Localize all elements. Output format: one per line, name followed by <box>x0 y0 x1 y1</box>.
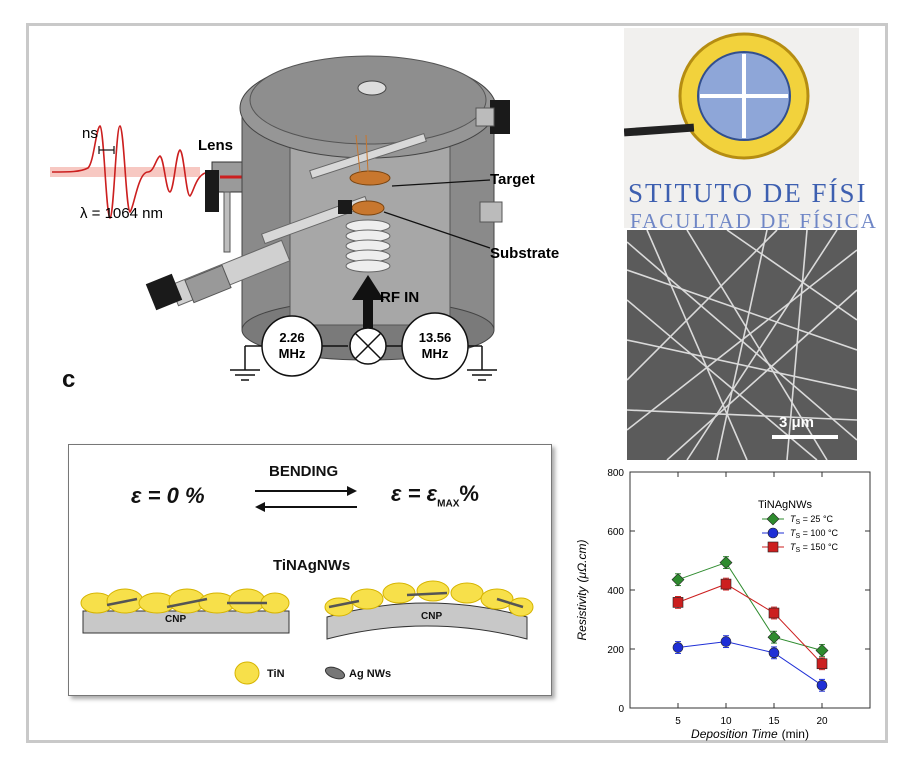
scale-bar <box>772 435 838 439</box>
y-axis-label-unit: (μΩ.cm) <box>575 539 589 582</box>
data-point <box>672 642 684 653</box>
bending-arrows <box>255 486 357 512</box>
data-point <box>815 644 829 657</box>
series-line <box>677 641 823 686</box>
wavelength-label: λ = 1064 nm <box>80 205 163 222</box>
scale-bar-label: 3 μm <box>779 414 815 431</box>
x-tick-label: 20 <box>816 716 828 727</box>
x-axis: 5 10 15 20 <box>675 472 828 727</box>
rf-circuit <box>230 275 497 381</box>
lens-label: Lens <box>198 137 233 154</box>
x-axis-label: Deposition Time (min) <box>691 727 809 741</box>
sem-image: 3 μm <box>627 230 857 460</box>
y-axis: 0 200 400 600 800 <box>607 468 870 715</box>
vacuum-chamber <box>145 55 510 361</box>
target-label: Target <box>490 171 535 188</box>
pulse-label: ns <box>82 125 98 142</box>
x-tick-label: 5 <box>675 716 681 727</box>
data-point <box>720 578 732 590</box>
legend-marker <box>766 512 780 526</box>
laser-pulse-illustration <box>50 125 211 219</box>
legend-marker <box>767 541 779 553</box>
y-tick-label: 400 <box>607 586 624 597</box>
rf-right-freq: 13.56 <box>419 330 452 345</box>
data-point <box>768 607 780 619</box>
y-tick-label: 600 <box>607 527 624 538</box>
data-point <box>767 630 781 644</box>
pld-setup-diagram: ns λ = 1064 nm Lens <box>50 55 559 381</box>
bent-ag-nanowires <box>328 591 524 609</box>
flat-ag-nanowires <box>106 597 267 609</box>
chart-legend: TS = 25 °C TS = 100 °C TS = 150 °C <box>762 512 839 554</box>
cnp-label-flat: CNP <box>165 614 187 625</box>
material-title: TiNAgNWs <box>273 557 351 574</box>
bending-panel: ε = 0 % BENDING ε = εMAX% TiNAgNWs <box>68 444 552 696</box>
tin-legend-swatch <box>234 661 260 685</box>
flat-tin-grains <box>80 588 290 614</box>
cnp-label-bent: CNP <box>421 611 443 622</box>
y-tick-label: 0 <box>618 704 624 715</box>
ag-legend-swatch <box>324 666 346 680</box>
strain-zero-label: ε = 0 % <box>131 483 205 508</box>
x-tick-label: 10 <box>720 716 732 727</box>
nanowire-texture <box>627 230 857 460</box>
institute-name: STITUTO DE FÍSI <box>628 178 868 208</box>
data-point <box>768 647 780 659</box>
substrate-leader <box>383 211 491 249</box>
legend-marker <box>767 527 779 539</box>
tin-legend-label: TiN <box>267 668 285 680</box>
target-leader <box>391 179 491 187</box>
rf-left-freq: 2.26 <box>279 330 304 345</box>
data-point <box>720 636 732 647</box>
university-seal <box>624 32 810 160</box>
rf-in-label: RF IN <box>380 289 419 306</box>
legend-label: TS = 25 °C <box>790 514 834 526</box>
data-point <box>671 573 685 587</box>
legend-label: TS = 100 °C <box>790 528 839 540</box>
y-axis-label: Resistivity (μΩ.cm) <box>575 539 589 640</box>
panel-label-c: c <box>62 366 76 393</box>
resistivity-chart: 0 200 400 600 800 5 10 15 20 Deposition Time (mi… <box>575 468 871 741</box>
y-tick-label: 800 <box>607 468 624 479</box>
figure-frame <box>26 23 888 743</box>
bending-illustration <box>80 580 534 685</box>
university-logo-area <box>624 28 859 228</box>
substrate-label: Substrate <box>490 245 559 262</box>
series-lines <box>677 561 823 686</box>
x-axis-label-main: Deposition Time <box>691 727 778 741</box>
strain-max-subscript: MAX <box>437 498 460 510</box>
faculty-name: FACULTAD DE FÍSICA <box>630 209 878 233</box>
series-line <box>677 561 823 651</box>
y-tick-label: 200 <box>607 645 624 656</box>
x-axis-label-unit: (min) <box>782 727 809 741</box>
strain-max-label: ε = εMAX% <box>391 481 479 509</box>
x-tick-label: 15 <box>768 716 780 727</box>
data-point <box>816 658 828 670</box>
y-axis-label-main: Resistivity <box>575 586 589 641</box>
data-point <box>816 679 828 691</box>
bending-label: BENDING <box>269 463 339 480</box>
bent-substrate <box>326 602 528 640</box>
data-point <box>672 597 684 608</box>
series-line <box>677 583 823 665</box>
rf-right-unit: MHz <box>422 346 449 361</box>
legend-title: TiNAgNWs <box>758 499 812 511</box>
strain-max-unit: % <box>459 481 479 506</box>
data-point <box>719 556 733 569</box>
plot-area <box>629 471 871 709</box>
rf-left-unit: MHz <box>279 346 306 361</box>
legend-label: TS = 150 °C <box>790 542 839 554</box>
series-markers <box>671 556 829 692</box>
strain-max-main: ε = ε <box>391 481 438 506</box>
ag-legend-label: Ag NWs <box>349 668 392 680</box>
